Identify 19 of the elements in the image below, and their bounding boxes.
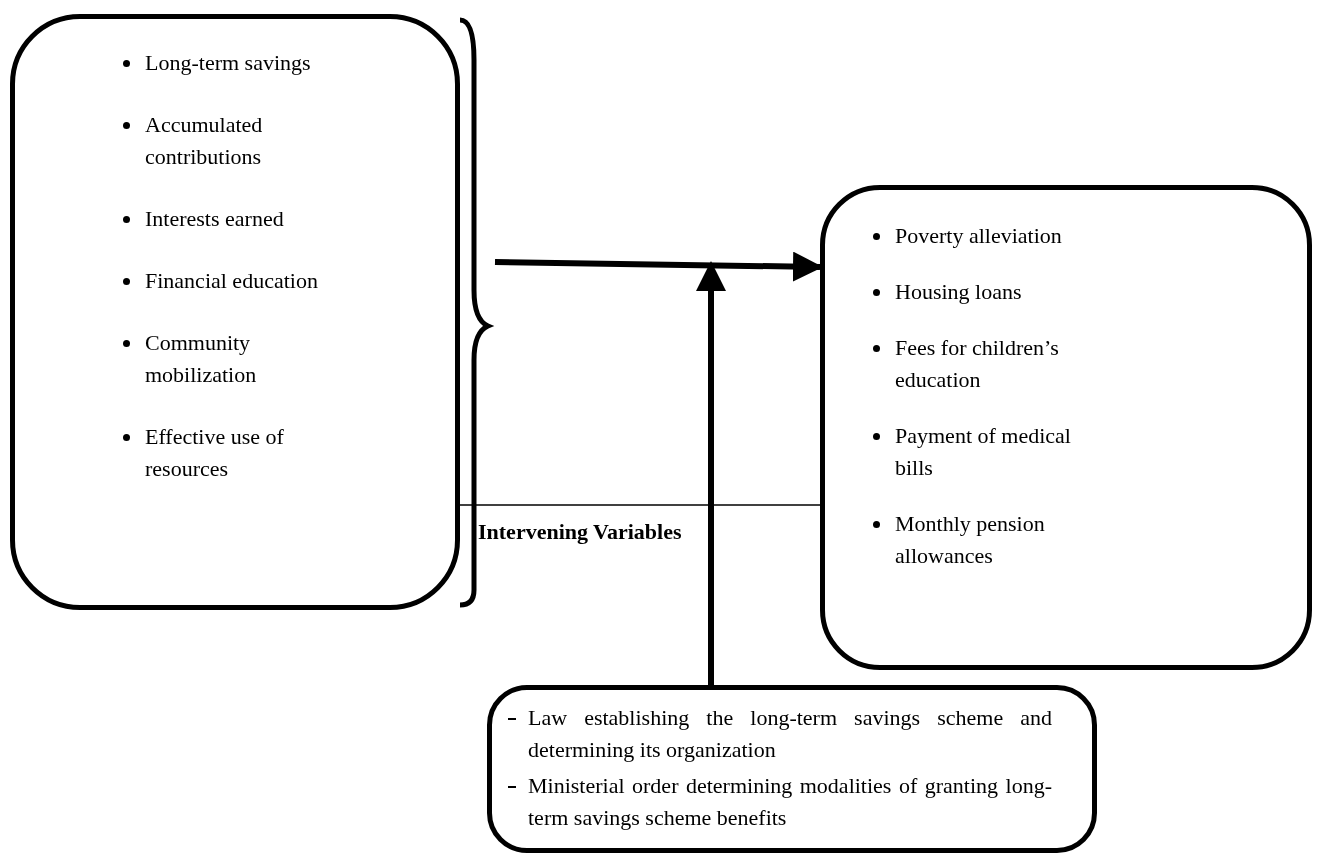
rounded-box	[487, 685, 1097, 853]
rounded-box	[820, 185, 1312, 670]
arrow	[494, 251, 823, 282]
list-item: Poverty alleviation	[895, 220, 1105, 252]
list-item: Monthly pension allowances	[895, 508, 1105, 572]
list-item: Law establishing the long-term savings scheme and determining its organization	[508, 702, 1052, 766]
list-item: Payment of medical bills	[895, 420, 1105, 484]
list-item: Community mobilization	[145, 327, 325, 391]
list-item: Financial education	[145, 265, 325, 297]
arrow	[696, 261, 726, 685]
list-item: Housing loans	[895, 276, 1105, 308]
list-item: Effective use of resources	[145, 421, 325, 485]
rounded-box	[10, 14, 460, 610]
list-item: Ministerial order determining modalities of granting long-term savings scheme benefits	[508, 770, 1052, 834]
list-item: Accumulated contributions	[145, 109, 325, 173]
list-item: Interests earned	[145, 203, 325, 235]
list-item: Long-term savings	[145, 47, 325, 79]
section-label: Intervening Variables	[478, 518, 682, 546]
list-item: Fees for children’s education	[895, 332, 1105, 396]
